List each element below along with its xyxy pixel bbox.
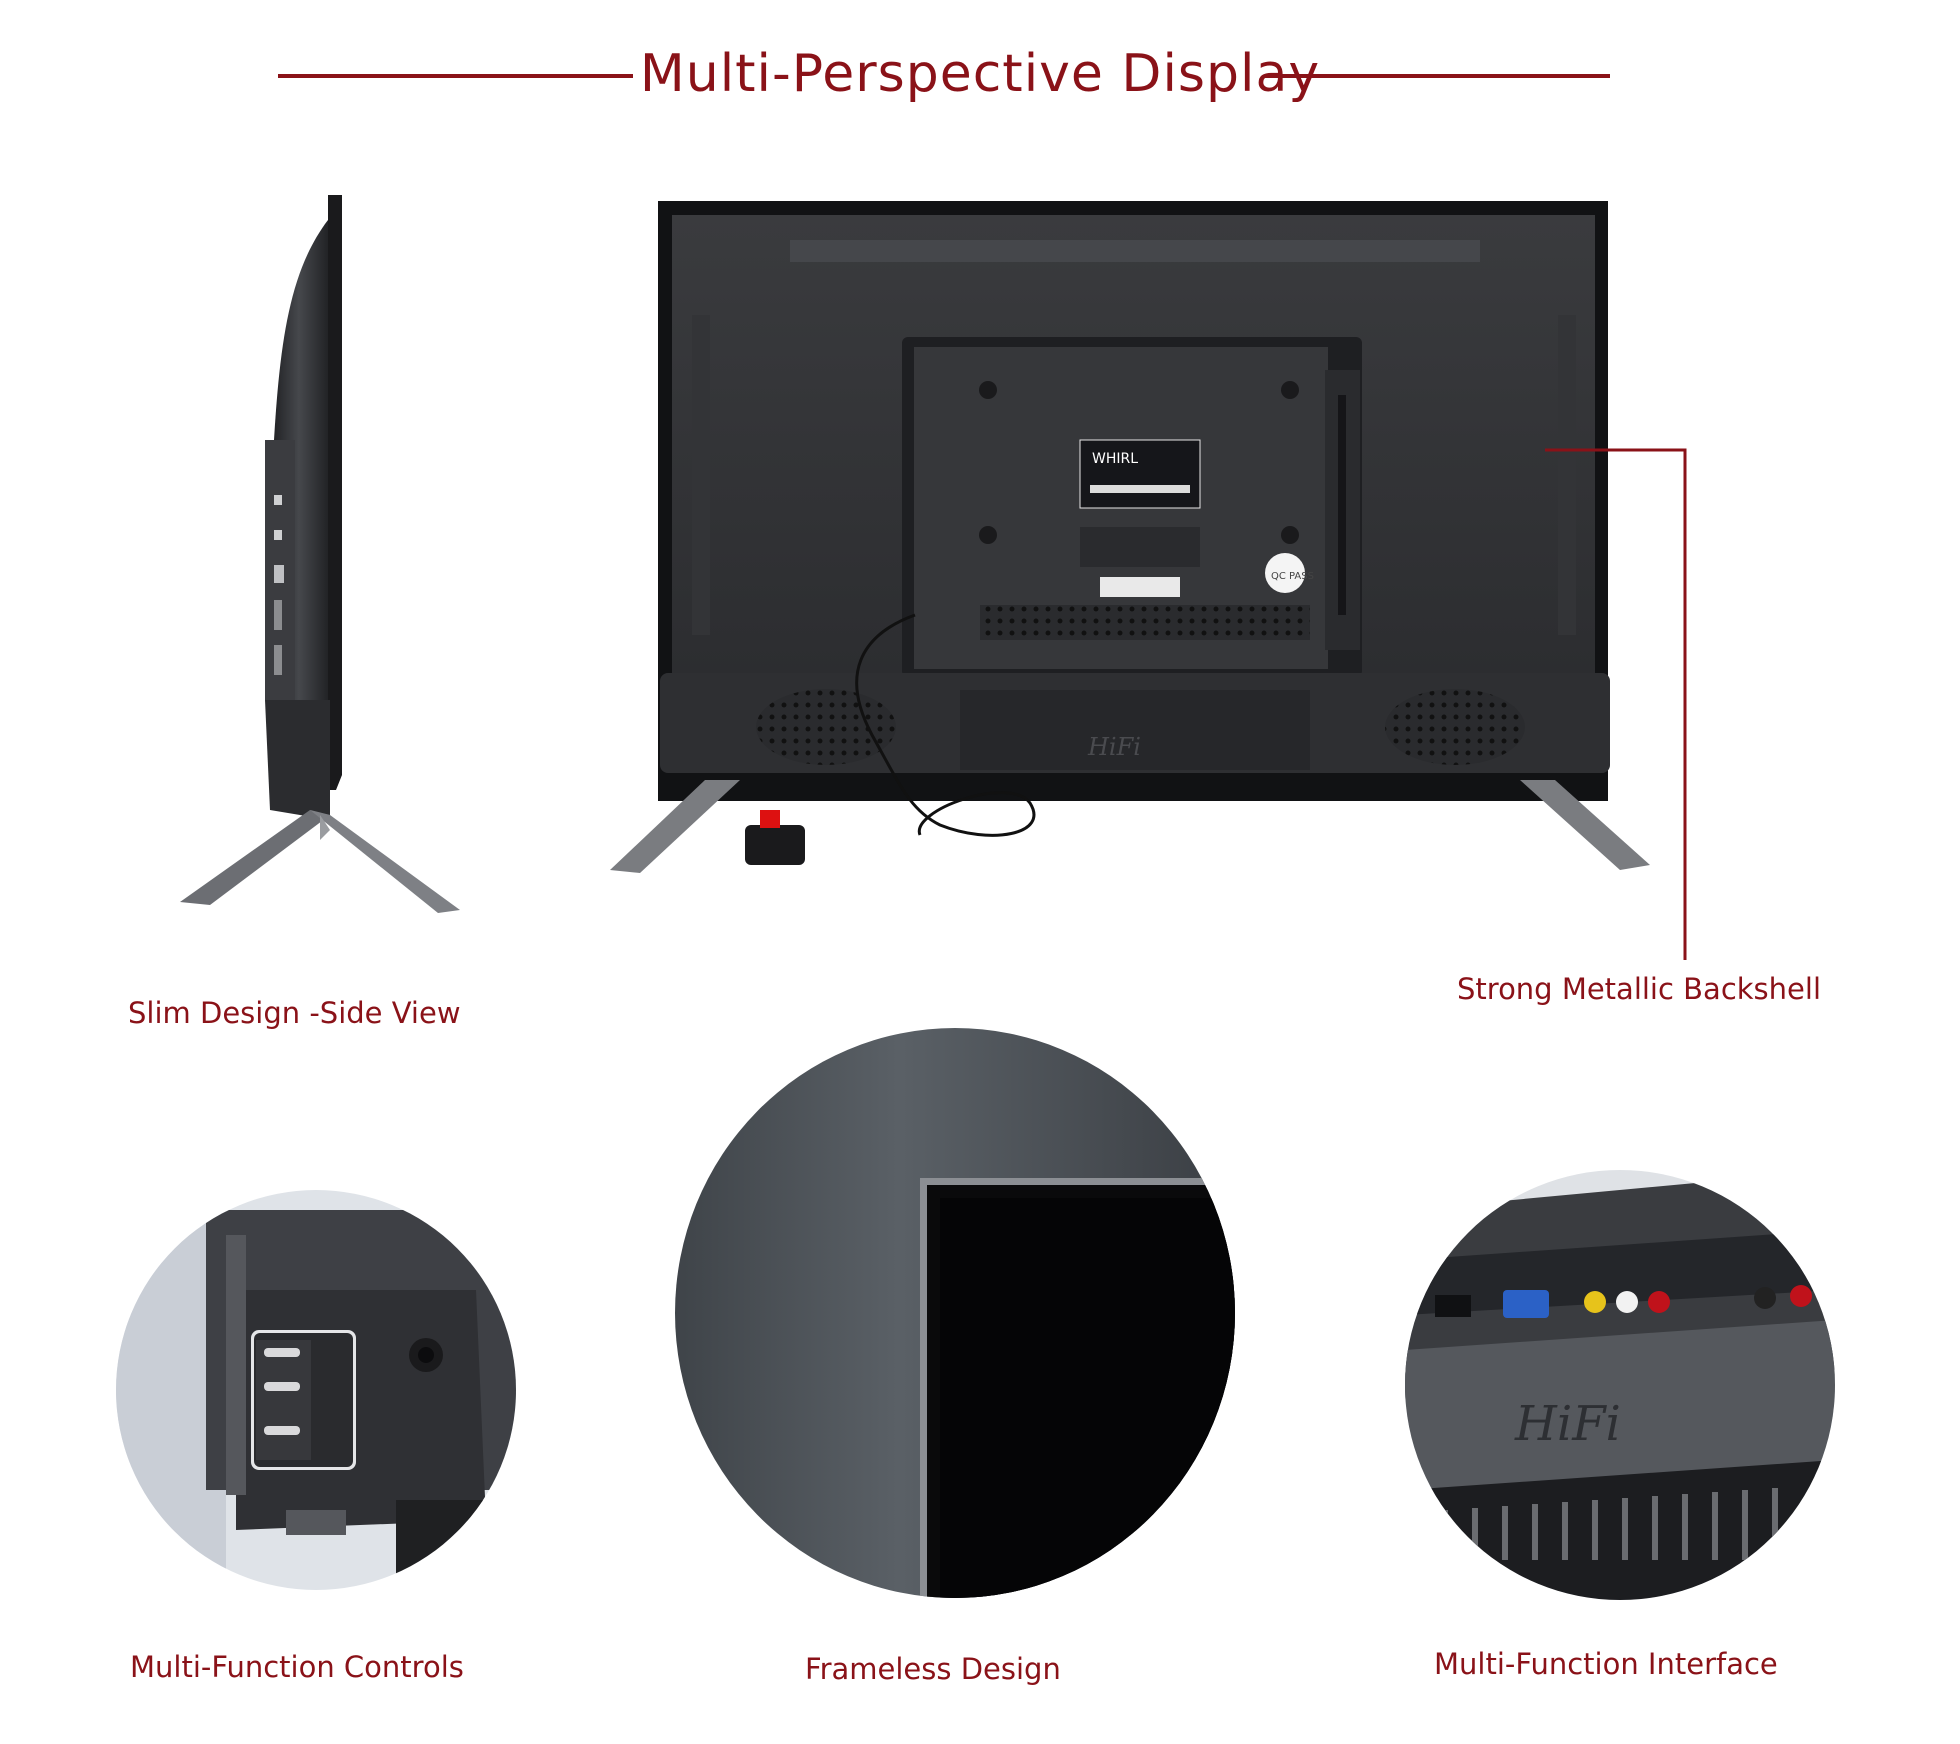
heading-rule-left (278, 74, 633, 78)
tv-back-view-image: WHIRL QC PASS HiFi (610, 201, 1650, 873)
backshell-callout-line (1545, 448, 1687, 960)
controls-closeup-image (116, 1190, 516, 1590)
heading-rule-right (1265, 74, 1610, 78)
qc-badge-text: QC PASS (1271, 571, 1314, 582)
caption-frameless: Frameless Design (805, 1652, 1061, 1686)
interface-closeup-image: HiFi (1405, 1170, 1835, 1600)
caption-backshell: Strong Metallic Backshell (1457, 972, 1822, 1006)
caption-side-view: Slim Design -Side View (128, 996, 461, 1030)
caption-interface: Multi-Function Interface (1434, 1647, 1778, 1681)
hifi-badge-text: HiFi (1087, 733, 1141, 761)
caption-controls: Multi-Function Controls (130, 1650, 464, 1684)
frameless-closeup-image (675, 1028, 1235, 1598)
brand-label-text: WHIRL (1092, 451, 1138, 467)
interface-hifi-text: HiFi (1514, 1396, 1621, 1452)
tv-side-view-image (180, 195, 460, 913)
page-title: Multi-Perspective Display (639, 44, 1321, 104)
